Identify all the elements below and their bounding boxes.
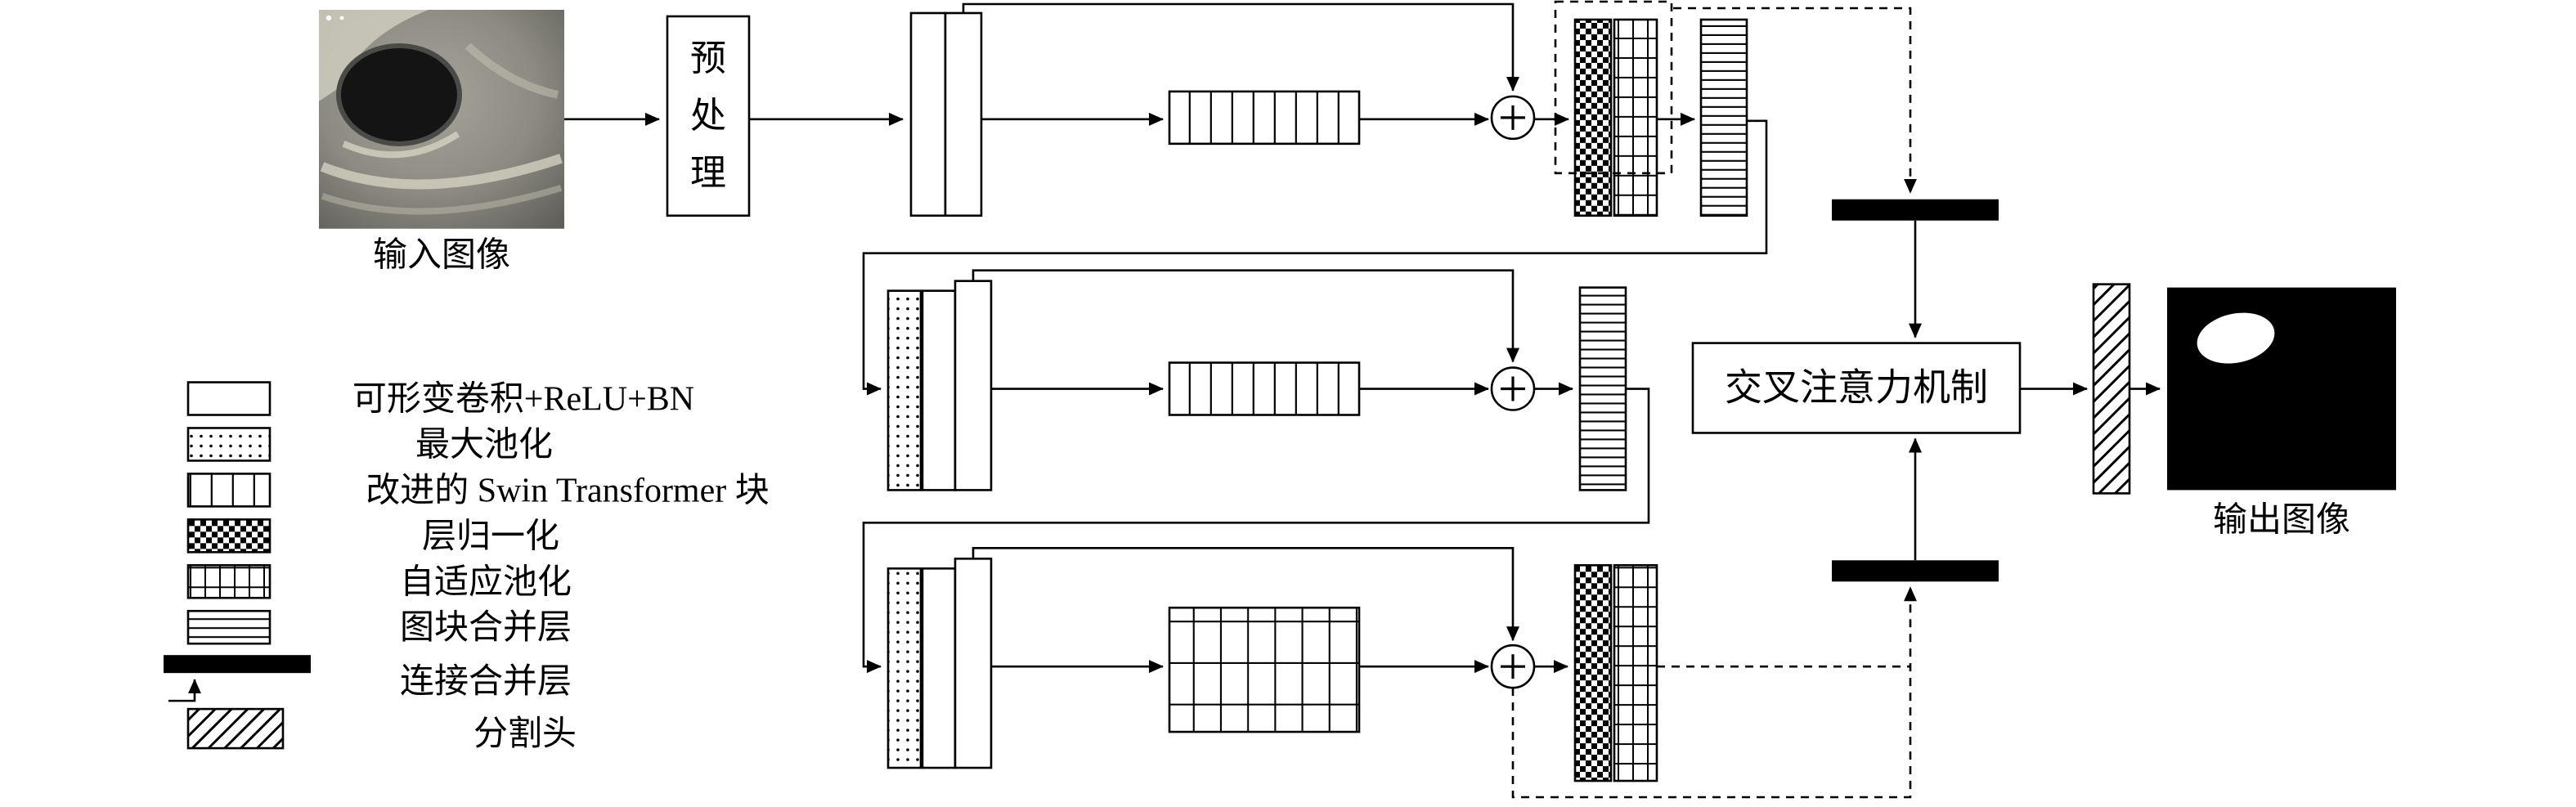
concat-merge-bar-2 (1832, 560, 1999, 582)
adaptive-pool-block-3 (1613, 564, 1658, 782)
legend-item-swin-block: 改进的 Swin Transformer 块 (186, 472, 770, 509)
legend-swatch-hstripes (186, 609, 272, 645)
legend-swatch-vstripes (186, 473, 272, 508)
preprocess-char-3: 理 (690, 153, 726, 193)
plus-icon (1501, 105, 1525, 130)
legend-label-adaptive-pool: 自适应池化 (400, 563, 572, 601)
legend-item-max-pool: 最大池化 (186, 426, 553, 464)
patch-merge-block-1 (1699, 18, 1748, 217)
ultrasound-texture-4 (321, 184, 563, 215)
residual-conv2-to-add2 (972, 269, 1519, 363)
ultrasound-texture-1 (464, 43, 559, 99)
add-node-3 (1490, 643, 1536, 689)
deform-conv-block (921, 567, 957, 769)
legend-swatch-grid (186, 564, 272, 599)
deform-conv-block (944, 11, 983, 217)
encoder-stage-3 (886, 558, 1658, 782)
plus-icon (1501, 376, 1525, 401)
input-ultrasound-image (319, 9, 564, 229)
legend-label-seg-head: 分割头 (473, 715, 577, 753)
encoder-stage-2 (886, 280, 1627, 491)
path-patchmerge2-to-stage3 (862, 388, 1650, 674)
connectors-dashed (1511, 7, 1917, 799)
swin-transformer-block-1 (1168, 90, 1361, 146)
legend-item-layer-norm: 层归一化 (186, 518, 559, 555)
seg-head-block (2092, 283, 2131, 495)
dashed-add3-to-concat2 (1511, 586, 1917, 799)
legend-item-deformable-conv: 可形变卷积+ReLU+BN (186, 380, 694, 419)
legend-swatch-dots (186, 427, 272, 462)
preprocess-char-2: 处 (690, 96, 726, 136)
deform-conv-block (921, 289, 957, 491)
cross-attention-label: 交叉注意力机制 (1725, 367, 1988, 409)
legend-concat-arrow-icon (168, 679, 201, 702)
legend-label-patch-merge: 图块合并层 (400, 609, 572, 647)
ultrasound-lesion (336, 43, 462, 146)
legend-item-concat-merge: 连接合并层 (164, 655, 572, 702)
deform-conv-block (909, 11, 947, 217)
deform-conv-block (954, 280, 993, 491)
output-image-label: 输出图像 (2213, 501, 2350, 539)
legend-swatch-black-bar (164, 655, 311, 674)
residual-conv3-to-add3 (972, 547, 1519, 642)
legend-label-max-pool: 最大池化 (415, 426, 553, 464)
residual-conv1-to-add1 (962, 2, 1519, 92)
legend-item-patch-merge: 图块合并层 (186, 609, 572, 647)
encoder-stage-1 (909, 0, 1748, 217)
max-pool-block-3 (886, 567, 922, 769)
legend-label-deformable-conv: 可形变卷积+ReLU+BN (352, 380, 694, 419)
output-mask-background (2167, 287, 2396, 491)
cross-attention-rect (1691, 342, 2022, 434)
legend-label-layer-norm: 层归一化 (422, 518, 559, 555)
adaptive-pool-block-1 (1613, 18, 1658, 217)
layer-norm-block-1 (1573, 18, 1613, 217)
ultrasound-texture-3 (320, 154, 563, 190)
legend-label-swin-block: 改进的 Swin Transformer 块 (366, 472, 769, 509)
legend-item-adaptive-pool: 自适应池化 (186, 563, 572, 601)
ultrasound-texture-2 (342, 131, 460, 159)
legend: 可形变卷积+ReLU+BN 最大池化 改进的 Swin Transformer … (164, 380, 770, 753)
deform-conv-block (954, 558, 993, 769)
legend-label-concat-merge: 连接合并层 (400, 663, 572, 701)
preprocess-char-1: 预 (690, 38, 726, 78)
connectors-solid (564, 2, 2161, 674)
dashed-region-stage1 (1554, 0, 1673, 175)
patch-merge-block-2 (1578, 286, 1627, 491)
output-segmentation-image (2167, 287, 2396, 491)
legend-swatch-plain (186, 381, 272, 416)
output-mask-blob (2197, 312, 2275, 364)
input-image-label: 输入图像 (373, 237, 510, 275)
preprocess-box: 预 处 理 (666, 15, 751, 217)
ultrasound-marker-dot-2 (339, 16, 344, 20)
add-node-2 (1490, 366, 1536, 411)
add-node-1 (1490, 95, 1536, 141)
max-pool-block-2 (886, 289, 922, 491)
legend-swatch-diag (186, 707, 285, 750)
concat-merge-bar-1 (1832, 199, 1999, 221)
layer-norm-block-3 (1573, 564, 1613, 782)
cross-attention-box: 交叉注意力机制 (1691, 342, 2022, 434)
swin-transformer-block-3 (1168, 606, 1361, 733)
ultrasound-bright-region (319, 9, 429, 101)
path-patchmerge1-to-stage2 (862, 119, 1768, 396)
dashed-stage1-to-concat1 (1673, 7, 1917, 194)
preprocess-rect (666, 15, 751, 217)
plus-icon (1501, 654, 1525, 679)
swin-transformer-block-2 (1168, 361, 1361, 416)
ultrasound-marker-dot-1 (325, 15, 332, 21)
legend-swatch-checker (186, 518, 272, 554)
legend-item-seg-head: 分割头 (186, 707, 577, 753)
